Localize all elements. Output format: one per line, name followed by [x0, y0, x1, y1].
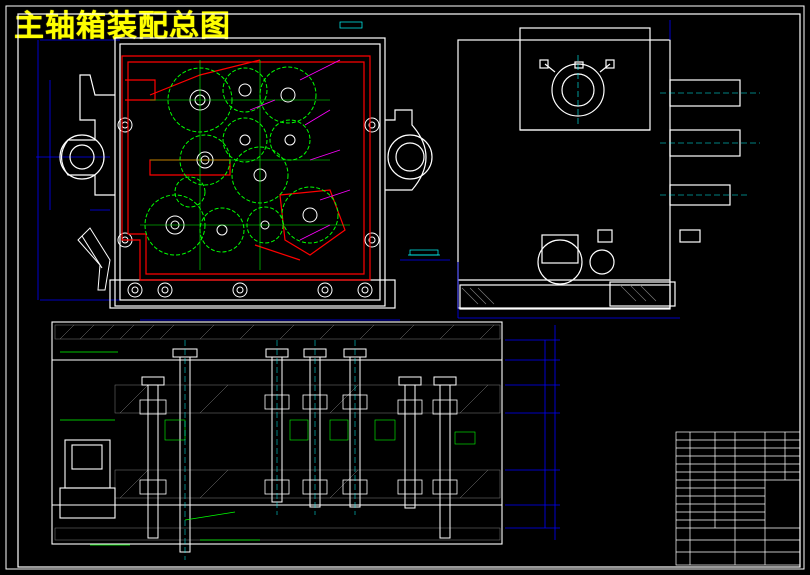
- housing-bolts: [117, 117, 380, 298]
- section-view: [51, 321, 560, 560]
- side-view-body: [457, 27, 741, 310]
- side-view: [457, 20, 760, 319]
- left-boss-bearing: [59, 134, 105, 180]
- center-lines: [140, 60, 350, 270]
- front-view-dimensions: [36, 39, 450, 321]
- lever-handle: [77, 227, 111, 291]
- side-view-dimensions: [457, 20, 680, 319]
- section-hatch-lines: [59, 324, 495, 499]
- section-dimensions: [505, 325, 560, 540]
- side-view-oil-pump: [537, 229, 615, 285]
- front-view: [36, 21, 450, 321]
- title-block: [675, 431, 801, 566]
- side-view-hatching: [461, 284, 657, 305]
- side-view-bearing: [539, 59, 615, 117]
- section-center-lines: [184, 340, 356, 560]
- section-gears: [164, 419, 476, 445]
- section-callouts: [60, 351, 260, 546]
- front-view-callouts: [339, 21, 440, 256]
- side-view-center-lines: [577, 55, 760, 196]
- right-boss-bearing: [387, 134, 433, 180]
- leader-lines: [249, 59, 351, 241]
- drawing-frame: [5, 5, 805, 570]
- section-bearings: [139, 394, 458, 495]
- inner-red-contour: [121, 55, 371, 281]
- housing-outline: [60, 37, 427, 309]
- section-shaft-heads: [141, 348, 457, 386]
- section-hatch-bands: [54, 324, 501, 541]
